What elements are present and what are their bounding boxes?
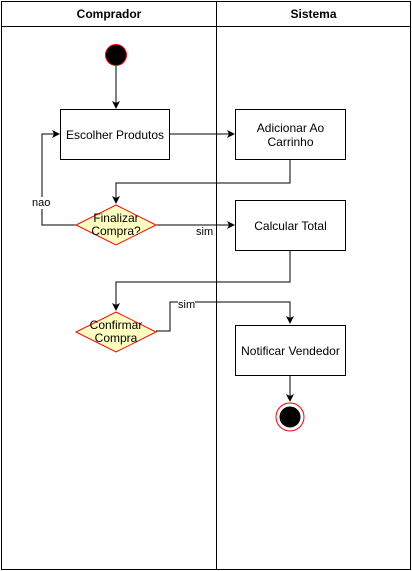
lane-header-sistema: Sistema (217, 2, 410, 27)
decision-finalizar (74, 204, 158, 246)
edge-label-sim-finalizar: sim (196, 226, 214, 238)
decision-confirmar-line1: Confirmar (89, 318, 143, 332)
lane-header-comprador: Comprador (2, 2, 216, 27)
edge-finalizar-to-escolher-nao (41, 130, 76, 226)
decision-confirmar-line2: Compra (94, 331, 138, 345)
decision-finalizar-line2: Compra? (91, 224, 141, 238)
activity-notificar-vendedor: Notificar Vendedor (235, 325, 346, 376)
activity-calcular-total: Calcular Total (235, 200, 346, 251)
start-node (105, 44, 127, 66)
lane-comprador: Comprador (1, 1, 217, 570)
lane-sistema: Sistema (216, 1, 411, 570)
activity-escolher-produtos: Escolher Produtos (60, 109, 170, 160)
decision-finalizar-line1: Finalizar (93, 211, 139, 225)
edge-confirmar-to-notificar-sim (156, 301, 294, 332)
activity-adicionar-ao-carrinho: Adicionar Ao Carrinho (235, 109, 346, 160)
end-node-inner (279, 406, 301, 428)
decision-finalizar-label: Finalizar Compra? (76, 212, 156, 238)
edge-calcular-to-confirmar (112, 251, 291, 311)
edge-label-sim-confirmar: sim (178, 299, 196, 311)
edge-adicionar-to-finalizar (112, 160, 291, 204)
decision-confirmar (74, 311, 158, 353)
edge-label-nao: nao (32, 197, 51, 209)
decision-confirmar-label: Confirmar Compra (76, 319, 156, 345)
